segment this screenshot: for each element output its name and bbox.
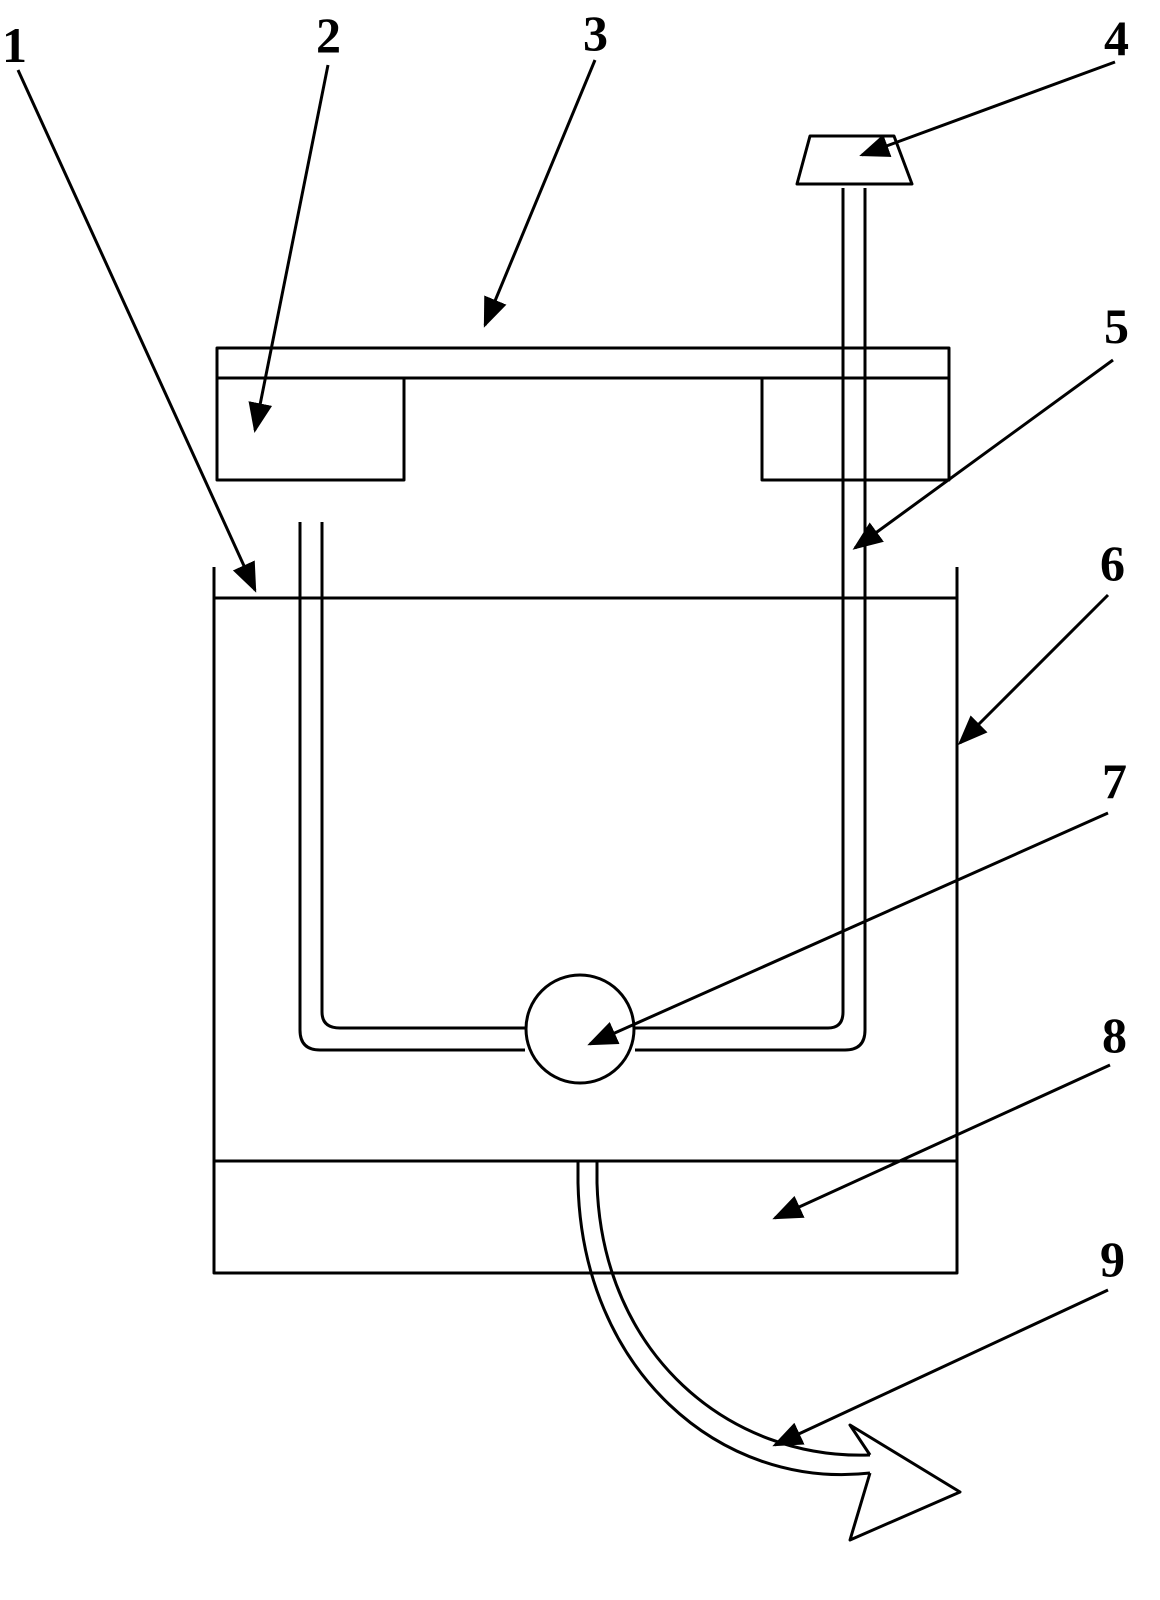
lid	[215, 346, 951, 380]
label-4: 4	[1104, 10, 1129, 66]
arrow-5	[852, 358, 1114, 550]
arrow-6	[957, 593, 1110, 746]
label-9: 9	[1100, 1231, 1125, 1287]
block-left	[215, 376, 406, 482]
arrow-7	[587, 811, 1109, 1046]
label-8: 8	[1102, 1007, 1127, 1063]
arrow-1	[16, 69, 257, 593]
label-2: 2	[316, 7, 341, 63]
arrow-2	[248, 64, 330, 433]
label-3: 3	[583, 5, 608, 61]
arrow-3	[483, 59, 597, 328]
label-7: 7	[1102, 753, 1127, 809]
container	[212, 567, 959, 1275]
circular-element	[524, 973, 636, 1085]
arrow-4	[859, 60, 1116, 157]
block-right	[760, 376, 951, 482]
arrow-9	[772, 1288, 1109, 1447]
outlet-pipe	[576, 1161, 962, 1542]
labels: 1 2 3 4 5 6 7 8 9	[2, 5, 1129, 1287]
leader-arrows	[16, 59, 1116, 1447]
u-tube	[298, 188, 867, 1085]
arrow-8	[772, 1063, 1111, 1220]
label-6: 6	[1100, 535, 1125, 591]
label-1: 1	[2, 17, 27, 73]
label-5: 5	[1104, 298, 1129, 354]
